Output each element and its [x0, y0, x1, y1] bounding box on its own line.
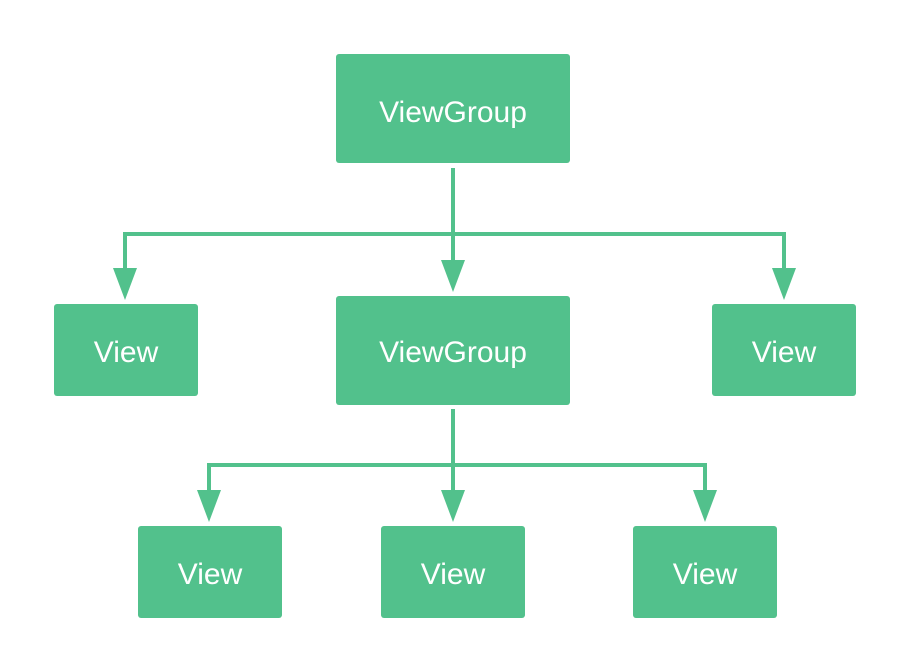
arrowhead-view-left [113, 268, 137, 300]
arrowhead-group-middle [441, 260, 465, 292]
node-leaf-right-box [633, 526, 777, 618]
node-root-box [336, 54, 570, 163]
edge-group-to-leaf-right [453, 463, 707, 500]
node-group-middle: ViewGroup [336, 296, 570, 405]
edges-root [113, 168, 796, 300]
edge-root-to-view-right [453, 232, 786, 278]
node-group-middle-box [336, 296, 570, 405]
node-root-label: ViewGroup [379, 96, 527, 129]
node-leaf-middle-box [381, 526, 525, 618]
node-root: ViewGroup [336, 54, 570, 163]
node-leaf-middle-label: View [421, 558, 486, 591]
edge-root-to-view-left [123, 168, 455, 278]
node-view-left-label: View [94, 336, 159, 369]
node-leaf-left-label: View [178, 558, 243, 591]
node-leaf-right: View [633, 526, 777, 618]
edges-group-middle [197, 409, 717, 522]
arrowhead-view-right [772, 268, 796, 300]
node-leaf-left-box [138, 526, 282, 618]
arrowhead-leaf-left [197, 490, 221, 522]
node-view-right-label: View [752, 336, 817, 369]
arrowhead-leaf-right [693, 490, 717, 522]
node-group-middle-label: ViewGroup [379, 336, 527, 369]
node-view-left-box [54, 304, 198, 396]
arrowhead-leaf-middle [441, 490, 465, 522]
node-leaf-left: View [138, 526, 282, 618]
node-view-right-box [712, 304, 856, 396]
node-leaf-middle: View [381, 526, 525, 618]
edge-group-to-leaf-left [207, 409, 455, 500]
node-view-right: View [712, 304, 856, 396]
node-view-left: View [54, 304, 198, 396]
node-leaf-right-label: View [673, 558, 738, 591]
